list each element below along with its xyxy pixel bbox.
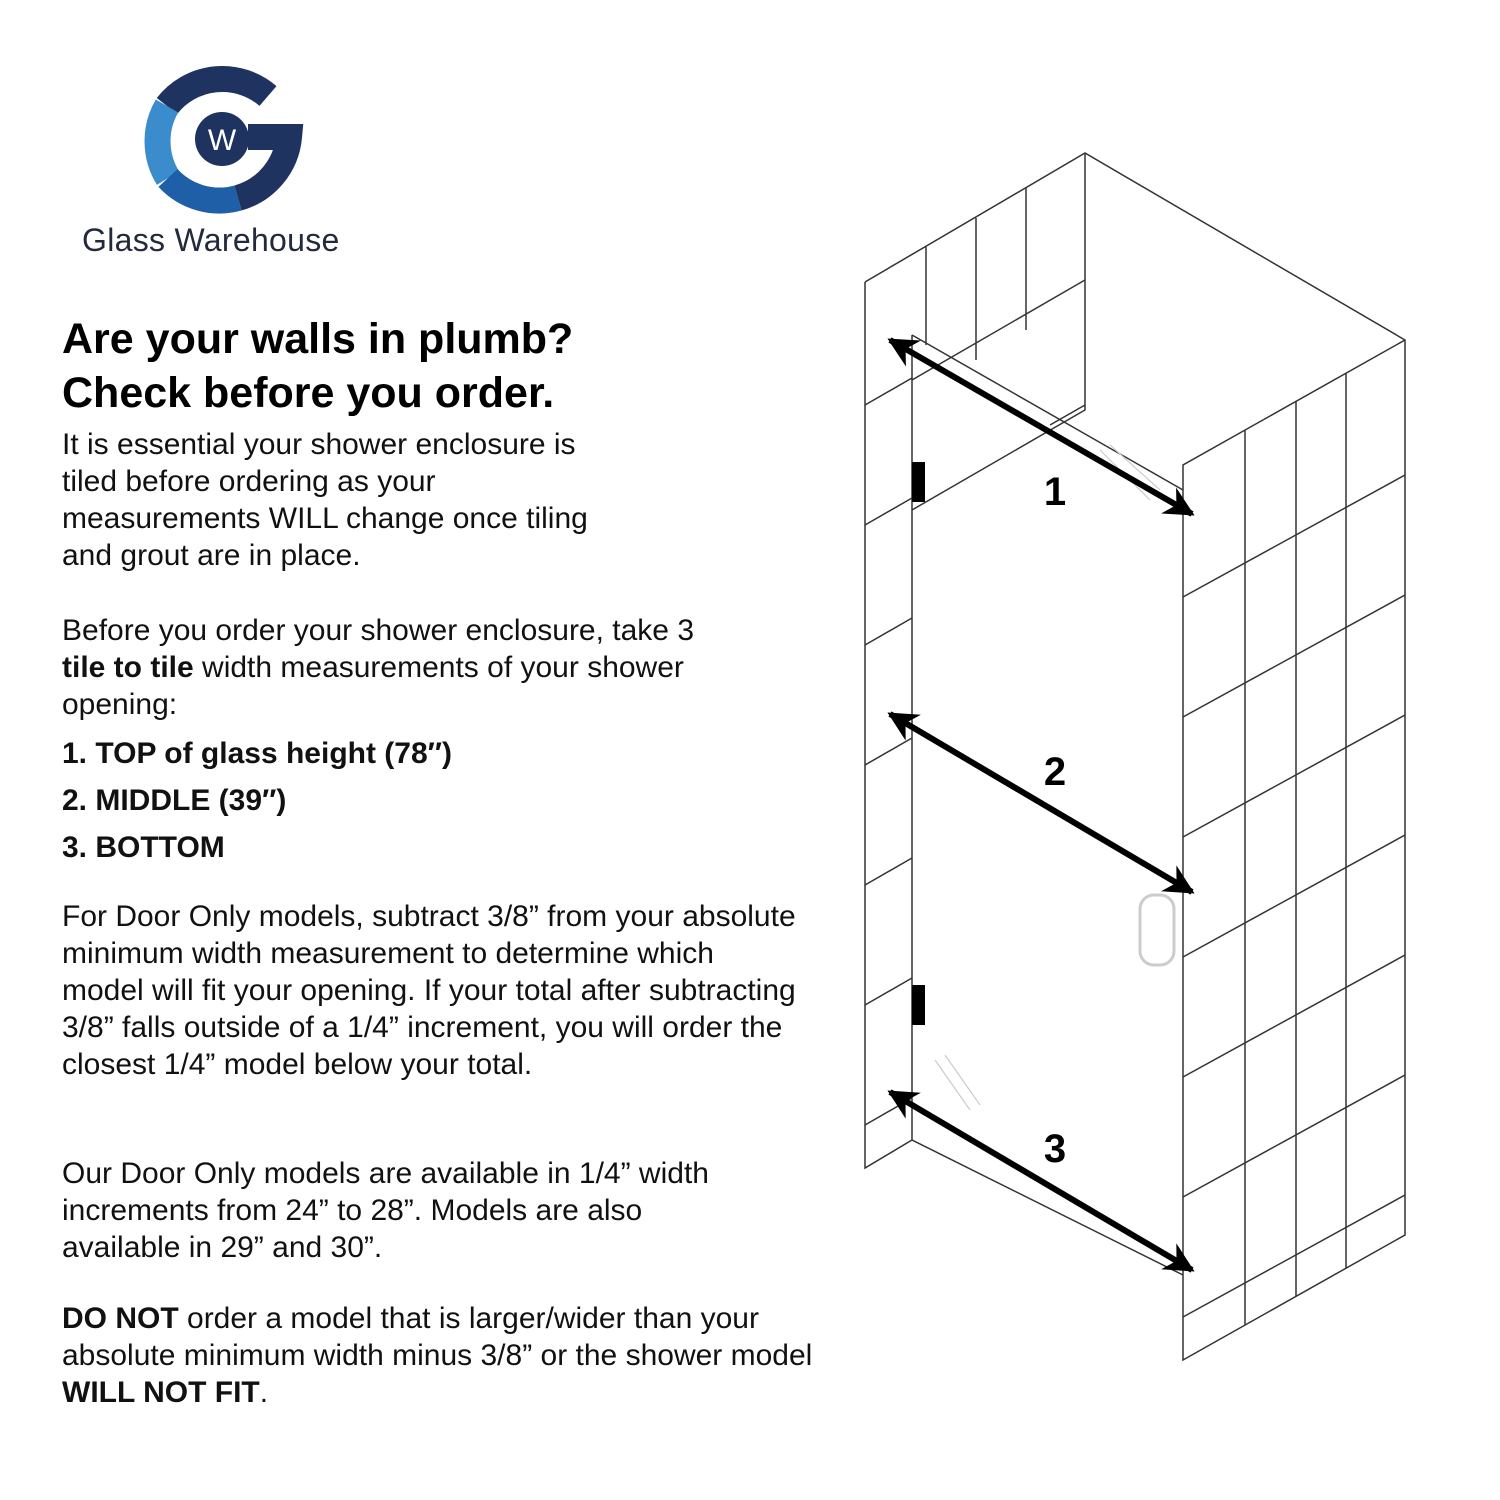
measurement-item-middle: 2. MIDDLE (39″) xyxy=(62,784,287,817)
back-wall-tiles xyxy=(911,188,1086,426)
title-line-2: Check before you order. xyxy=(62,369,555,417)
left-wall-tiles xyxy=(864,377,913,1126)
top-hinge xyxy=(912,462,925,502)
warning-bold-will-not-fit: WILL NOT FIT xyxy=(62,1376,260,1409)
warning-paragraph: DO NOT order a model that is larger/wide… xyxy=(62,1300,822,1411)
arrow-top xyxy=(887,337,1195,517)
instructions-text-1: Before you order your shower enclosure, … xyxy=(62,614,695,647)
measurement-list: 1. TOP of glass height (78″) 2. MIDDLE (… xyxy=(62,730,452,871)
glass-warehouse-logo: W xyxy=(144,66,304,214)
brand-name: Glass Warehouse xyxy=(82,222,340,258)
arrow-label-2: 2 xyxy=(1044,750,1066,794)
title-line-1: Are your walls in plumb? xyxy=(62,315,574,363)
arrow-middle xyxy=(887,711,1195,895)
arrow-bottom xyxy=(887,1089,1195,1273)
instructions-paragraph: Before you order your shower enclosure, … xyxy=(62,612,722,723)
logo-monogram: W xyxy=(208,124,237,157)
warning-text: order a model that is larger/wider than … xyxy=(62,1302,813,1372)
page-title: Are your walls in plumb? Check before yo… xyxy=(62,312,573,420)
intro-paragraph: It is essential your shower enclosure is… xyxy=(62,428,588,572)
warning-end: . xyxy=(259,1376,269,1409)
back-corner xyxy=(911,153,1086,511)
enclosure-walls xyxy=(864,152,1406,1362)
arrow-label-1: 1 xyxy=(1044,470,1066,514)
instructions-bold: tile to tile xyxy=(62,651,194,684)
right-wall-horizontal-tiles xyxy=(1182,474,1406,1318)
warning-bold-do-not: DO NOT xyxy=(62,1302,179,1335)
measurement-arrows xyxy=(887,337,1195,1273)
wall-outline xyxy=(864,152,1406,1362)
instructions-text-2: width measurements of your shower openin… xyxy=(62,651,684,721)
measurement-item-bottom: 3. BOTTOM xyxy=(62,831,225,864)
measurement-item-top: 1. TOP of glass height (78″) xyxy=(62,737,453,770)
arrow-label-3: 3 xyxy=(1044,1127,1066,1171)
door-only-note: For Door Only models, subtract 3/8” from… xyxy=(62,900,796,1081)
right-wall-vertical-tiles xyxy=(1244,373,1347,1325)
door-handle xyxy=(1138,893,1176,967)
availability-note: Our Door Only models are available in 1/… xyxy=(62,1157,709,1264)
logo-g-mark: W xyxy=(144,66,304,214)
bottom-hinge xyxy=(912,985,925,1025)
